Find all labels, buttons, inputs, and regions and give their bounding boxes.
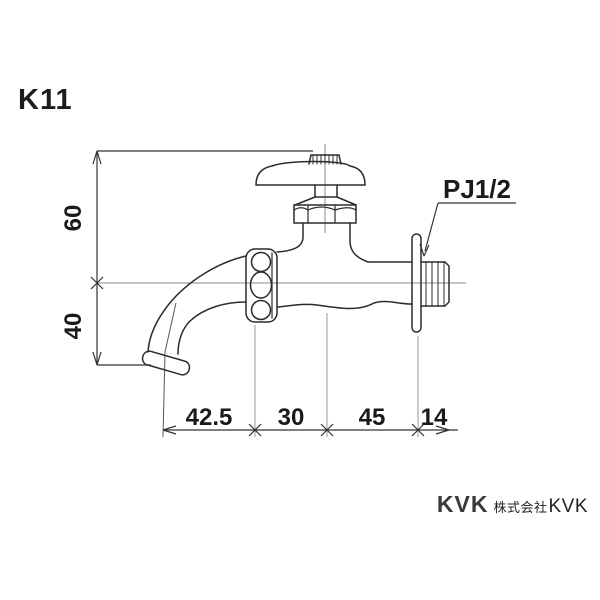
wall-flange xyxy=(411,233,422,333)
spout-aerator xyxy=(141,350,191,376)
kvk-logo: KVK xyxy=(436,491,489,517)
bonnet-hex-nut xyxy=(293,196,357,224)
handle-cap-screw xyxy=(308,154,342,165)
extension-lines xyxy=(254,313,419,437)
connection-leader-line xyxy=(419,202,516,257)
spout-axis-line xyxy=(162,302,177,438)
dim-label-40: 40 xyxy=(60,313,87,340)
dim-label-14: 14 xyxy=(421,404,448,431)
faucet-handle xyxy=(255,160,366,198)
dim-label-60: 60 xyxy=(60,205,87,232)
model-number: K11 xyxy=(18,84,73,116)
brand-footer: KVK 株式会社 KVK xyxy=(437,491,588,518)
company-name: 株式会社 KVK xyxy=(493,496,588,518)
dim-label-42-5: 42.5 xyxy=(186,404,233,431)
spout-swivel-nut xyxy=(245,248,278,323)
pipe-threads xyxy=(420,261,450,307)
valve-body xyxy=(276,222,413,310)
dim-label-30: 30 xyxy=(278,404,305,431)
dim-label-45: 45 xyxy=(359,404,386,431)
faucet-spout xyxy=(147,255,247,355)
company-name-prefix: 株式会社 xyxy=(493,500,548,515)
dimension-lines xyxy=(90,150,458,437)
connection-size-label: PJ1/2 xyxy=(443,174,511,204)
company-name-suffix: KVK xyxy=(548,496,588,517)
